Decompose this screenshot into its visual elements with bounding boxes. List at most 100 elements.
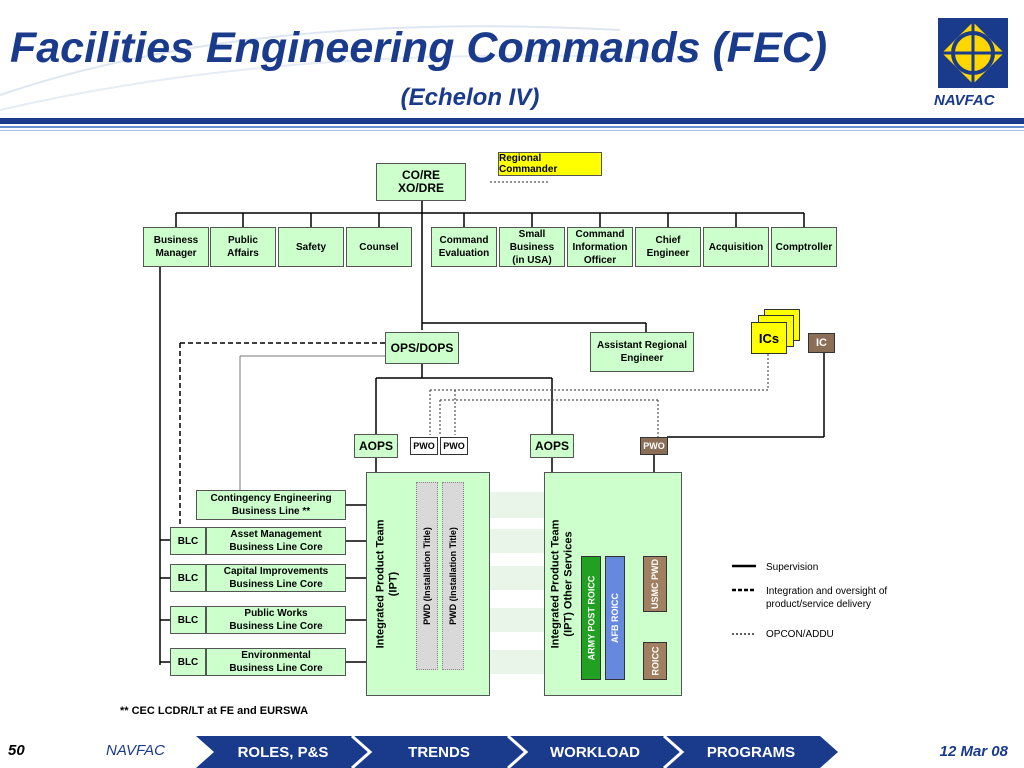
co-re-box: CO/RE XO/DRE [376, 163, 466, 201]
comptroller-box: Comptroller [771, 227, 837, 267]
army-label: ARMY POST ROICC [586, 575, 596, 661]
ipt-band-1 [490, 492, 544, 518]
page-subtitle: (Echelon IV) [400, 84, 540, 111]
ipt-left-line2: (IPT) [387, 571, 400, 597]
pwd-bar-2: PWD (Installation Title) [442, 482, 464, 670]
usmc-label: USMC PWD [650, 559, 660, 609]
tab-trends[interactable]: TRENDS [408, 743, 470, 761]
staff-label: Affairs [227, 248, 259, 259]
header-swoosh [0, 25, 701, 111]
regional-commander-box: Regional Commander [498, 152, 602, 176]
tab-programs[interactable]: PROGRAMS [706, 743, 796, 761]
navfac-logo-icon [938, 18, 1008, 88]
ipt-band-2 [490, 529, 544, 553]
co-re-line1: CO/RE [401, 168, 440, 182]
footer-tab-shapes [196, 736, 838, 768]
public-affairs-box: Public Affairs [210, 227, 276, 267]
pwd-bar-2-label: PWD (Installation Title) [448, 527, 458, 625]
staff-label: Officer [583, 254, 617, 266]
blc-box-3: BLC [170, 606, 206, 634]
ipt-right-line1: Integrated Product Team [549, 519, 562, 649]
pwo-box-3: PWO [640, 437, 668, 455]
page-number: 50 [8, 742, 25, 759]
legend-supervision: Supervision [766, 562, 819, 573]
roicc-label: ROICC [650, 646, 660, 676]
co-re-line2: XO/DRE [397, 181, 444, 195]
staff-label: Business [509, 241, 555, 253]
assistant-line1: Assistant Regional [596, 340, 688, 351]
staff-label: Acquisition [708, 241, 764, 253]
bl-label: Business Line Core [229, 579, 323, 590]
assistant-line2: Engineer [620, 353, 664, 364]
staff-label: Comptroller [775, 241, 833, 253]
ops-dops-box: OPS/DOPS [385, 332, 459, 364]
pwd-bar-1-label: PWD (Installation Title) [422, 527, 432, 625]
footer-org: NAVFAC [106, 742, 165, 759]
command-evaluation-box: Command Evaluation [431, 227, 497, 267]
blc-box-2: BLC [170, 564, 206, 592]
pwo-box-2: PWO [440, 437, 468, 455]
afb-label: AFB ROICC [610, 593, 620, 643]
staff-label: Engineer [646, 248, 690, 259]
ipt-right-line2: (IPT) Other Services [562, 531, 575, 637]
tab-workload[interactable]: WORKLOAD [550, 743, 640, 761]
footer-date: 12 Mar 08 [939, 743, 1008, 760]
bl-label: Public Works [244, 608, 308, 619]
staff-label: Command [575, 228, 625, 240]
acquisition-box: Acquisition [703, 227, 769, 267]
roicc-bar: ROICC [643, 642, 667, 680]
ipt-band-3 [490, 566, 544, 590]
afb-roicc-bar: AFB ROICC [605, 556, 625, 680]
ics-label: ICs [758, 330, 780, 346]
pwd-bar-1: PWD (Installation Title) [416, 482, 438, 670]
capital-improvements-box: Capital Improvements Business Line Core [206, 564, 346, 592]
staff-label: Small [518, 228, 546, 240]
header-band-hairline [0, 130, 1024, 131]
staff-label: Business [153, 235, 199, 246]
environmental-box: Environmental Business Line Core [206, 648, 346, 676]
header-band [0, 118, 1024, 124]
assistant-regional-engineer-box: Assistant Regional Engineer [590, 332, 694, 372]
business-manager-box: Business Manager [143, 227, 209, 267]
staff-label: Counsel [359, 241, 399, 253]
staff-label: Chief [655, 235, 681, 246]
page-title: Facilities Engineering Commands (FEC) [10, 24, 828, 72]
footnote: ** CEC LCDR/LT at FE and EURSWA [120, 705, 309, 717]
staff-label: Public [227, 235, 258, 246]
ipt-band-4 [490, 608, 544, 632]
staff-label: Evaluation [438, 248, 490, 259]
ipt-right-label: Integrated Product Team(IPT) Other Servi… [544, 472, 580, 696]
bl-label: Environmental [241, 650, 311, 661]
safety-box: Safety [278, 227, 344, 267]
bl-label: Business Line Core [229, 542, 323, 553]
aops-right-box: AOPS [530, 434, 574, 458]
ics-box: ICs [751, 322, 787, 354]
header-band-thin [0, 126, 1024, 128]
command-information-officer-box: Command Information Officer [567, 227, 633, 267]
asset-management-box: Asset Management Business Line Core [206, 527, 346, 555]
small-business-box: Small Business (in USA) [499, 227, 565, 267]
bl-label: Business Line Core [229, 663, 323, 674]
staff-label: Manager [155, 248, 197, 259]
ic-box: IC [808, 333, 835, 353]
pwo-box-1: PWO [410, 437, 438, 455]
staff-label: Safety [295, 241, 326, 253]
navfac-logo-text: NAVFAC [934, 92, 995, 109]
ipt-left-label: Integrated Product Team(IPT) [366, 472, 408, 696]
blc-box-1: BLC [170, 527, 206, 555]
ipt-left-line1: Integrated Product Team [374, 519, 387, 649]
army-post-roicc-bar: ARMY POST ROICC [581, 556, 601, 680]
staff-label: (in USA) [512, 254, 552, 266]
navfac-logo: NAVFAC [930, 16, 1020, 112]
contingency-engineering-box: Contingency Engineering Business Line ** [196, 490, 346, 520]
bl-label: Asset Management [230, 529, 322, 540]
legend-integration-line2: product/service delivery [766, 599, 872, 610]
tab-roles[interactable]: ROLES, P&S [237, 743, 329, 761]
legend-integration-line1: Integration and oversight of [766, 586, 888, 597]
legend-opcon: OPCON/ADDU [766, 629, 834, 640]
usmc-pwd-bar: USMC PWD [643, 556, 667, 612]
staff-label: Information [572, 241, 628, 253]
staff-label: Command [439, 235, 489, 246]
counsel-box: Counsel [346, 227, 412, 267]
bl-label: Business Line Core [229, 621, 323, 632]
